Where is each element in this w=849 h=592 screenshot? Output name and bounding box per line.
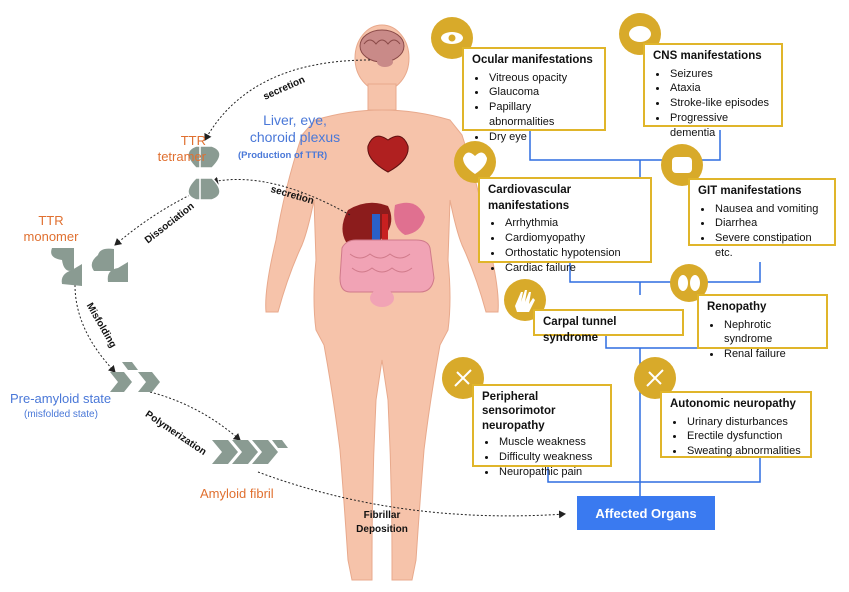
ttr-tetramer-label: TTR tetramer (146, 133, 206, 164)
heart-icon (367, 135, 409, 173)
misfolded-chevrons (110, 362, 160, 392)
cns-item: Stroke-like episodes (668, 96, 775, 111)
kidney-icon (670, 264, 708, 302)
liver-eye-label: Liver, eye, choroid plexus (240, 112, 350, 146)
cns-title: CNS manifestations (653, 50, 762, 62)
cardio-item: Cardiomyopathy (503, 231, 644, 246)
cardio-title: Cardiovascular manifestations (488, 184, 572, 212)
amyloid-fibril-shape (212, 440, 288, 464)
git-title: GIT manifestations (698, 185, 802, 197)
ocular-title: Ocular manifestations (472, 54, 593, 66)
ttr-tetramer-label-line1: TTR (180, 133, 206, 148)
ttr-tetramer-shape (187, 145, 221, 201)
cns-item: Ataxia (668, 81, 775, 96)
deposition-arrow (257, 471, 566, 519)
git-item: Severe constipation etc. (713, 231, 828, 261)
peripheral-item: Muscle weakness (497, 435, 604, 450)
autonomic-item: Sweating abnormalities (685, 444, 804, 459)
liver-eye-label-line1: Liver, eye, (263, 112, 327, 128)
pre-amyloid-label: Pre-amyloid state (10, 391, 112, 406)
ocular-box: Ocular manifestations Vitreous opacity G… (462, 47, 606, 143)
ttr-monomer-label: TTR monomer (20, 213, 82, 244)
autonomic-item: Erectile dysfunction (685, 429, 804, 444)
secretion-mid-arrow (211, 176, 351, 216)
cardio-item: Cardiac failure (503, 261, 644, 276)
git-box: GIT manifestations Nausea and vomiting D… (688, 178, 836, 259)
amyloid-fibril-label: Amyloid fibril (200, 486, 274, 501)
cns-item: Seizures (668, 67, 775, 82)
peripheral-title: Peripheral sensorimotor neuropathy (482, 391, 556, 432)
misfolded-label: (misfolded state) (24, 409, 98, 420)
affected-organs-box: Affected Organs (577, 496, 715, 530)
peripheral-item: Neuropathic pain (497, 465, 604, 480)
production-label: (Production of TTR) (238, 150, 328, 161)
autonomic-item: Urinary disturbances (685, 415, 804, 430)
fibrillar-label-line1: Fibrillar (363, 510, 401, 521)
fibrillar-deposition-label: Fibrillar Deposition (352, 509, 412, 536)
ocular-item: Vitreous opacity (487, 71, 598, 86)
cardio-box: Cardiovascular manifestations Arrhythmia… (478, 177, 652, 274)
fibrillar-label-line2: Deposition (356, 523, 408, 535)
polymerization-arrow (149, 391, 241, 441)
ttr-tetramer-label-line2: tetramer (157, 148, 206, 164)
renal-item: Renal failure (722, 347, 820, 362)
misfolding-arrow (74, 284, 116, 373)
renal-box: Renopathy Nephrotic syndrome Renal failu… (697, 294, 828, 360)
renal-title: Renopathy (707, 301, 767, 313)
dissociation-arrow (114, 194, 191, 246)
ocular-item: Glaucoma (487, 85, 598, 100)
carpal-box: Carpal tunnel syndrome (533, 309, 684, 344)
cardio-item: Arrhythmia (503, 216, 644, 231)
peripheral-item: Difficulty weakness (497, 450, 604, 465)
autonomic-box: Autonomic neuropathy Urinary disturbance… (660, 391, 812, 458)
renal-item: Nephrotic syndrome (722, 318, 820, 348)
abdominal-organs (339, 202, 435, 307)
secretion-top-arrow (204, 59, 371, 141)
ocular-item: Papillary abnormalities (487, 100, 598, 130)
ttr-monomer-label-line2: monomer (23, 228, 79, 244)
carpal-title: Carpal tunnel syndrome (543, 316, 617, 344)
ttr-monomer-shapes (51, 248, 128, 286)
git-item: Diarrhea (713, 216, 828, 231)
liver-eye-label-line2: choroid plexus (249, 128, 341, 145)
peripheral-box: Peripheral sensorimotor neuropathy Muscl… (472, 384, 612, 478)
git-item: Nausea and vomiting (713, 202, 828, 217)
autonomic-title: Autonomic neuropathy (670, 398, 796, 410)
cns-item: Progressive dementia (668, 111, 775, 141)
ttr-monomer-label-line1: TTR (38, 213, 64, 228)
cardio-item: Orthostatic hypotension (503, 246, 644, 261)
ocular-item: Dry eye (487, 130, 598, 145)
cns-box: CNS manifestations Seizures Ataxia Strok… (643, 43, 783, 139)
brain-icon (359, 29, 405, 67)
